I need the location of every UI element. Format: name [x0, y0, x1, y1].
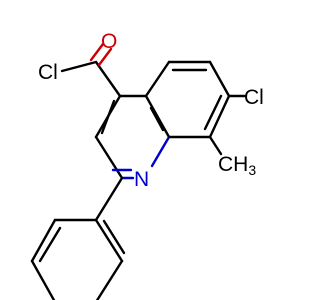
- bond-c4-c3-inner: [100, 99, 116, 135]
- acyl-chloride-group: [60, 42, 122, 98]
- bond-carbonyl-chlorine: [60, 60, 98, 73]
- bond-c4a-c8a-inner: [149, 106, 165, 132]
- bond-ph2-ph3: [95, 259, 124, 300]
- bond-carbonyl-oxygen-2: [97, 47, 113, 67]
- bond-c7-c8-inner: [203, 94, 223, 131]
- benzo-substituents: [208, 94, 248, 156]
- acyl-chlorine-atom-label: Cl: [38, 61, 58, 84]
- bond-ph6-ph5-inner: [38, 226, 62, 263]
- molecule-canvas: O Cl Cl N CH3: [30, 30, 264, 300]
- bond-carbonyl-oxygen-1: [89, 42, 105, 62]
- bond-c6-c7: [208, 60, 231, 98]
- bond-c7-c8: [208, 94, 231, 139]
- bond-ph1-ph2: [94, 218, 124, 263]
- bond-ph6-ph5: [30, 218, 57, 263]
- bond-c8-methyl: [208, 135, 223, 156]
- phenyl-ring: [30, 176, 126, 300]
- pyridine-ring: [94, 94, 171, 180]
- methyl-group-label: CH3: [218, 153, 256, 178]
- nitrogen-atom-label: N: [134, 168, 149, 191]
- ring-chlorine-atom-label: Cl: [244, 86, 264, 109]
- methyl-subscript-label: 3: [248, 162, 256, 178]
- oxygen-atom-label: O: [101, 30, 117, 53]
- bond-ph5-ph4: [30, 259, 56, 300]
- bond-c4-carbonyl: [94, 60, 122, 98]
- methyl-hydrogen-label: H: [233, 153, 248, 176]
- bond-c4a-c5: [144, 60, 171, 98]
- bond-ph1-ph2-inner: [102, 219, 126, 255]
- bond-c4a-c8a: [144, 94, 171, 139]
- methyl-carbon-label: C: [218, 153, 233, 176]
- benzo-ring: [144, 60, 231, 139]
- bond-c3-c2: [94, 135, 124, 180]
- bond-c2-phenyl: [94, 176, 124, 222]
- bond-n-c8a: [150, 135, 171, 168]
